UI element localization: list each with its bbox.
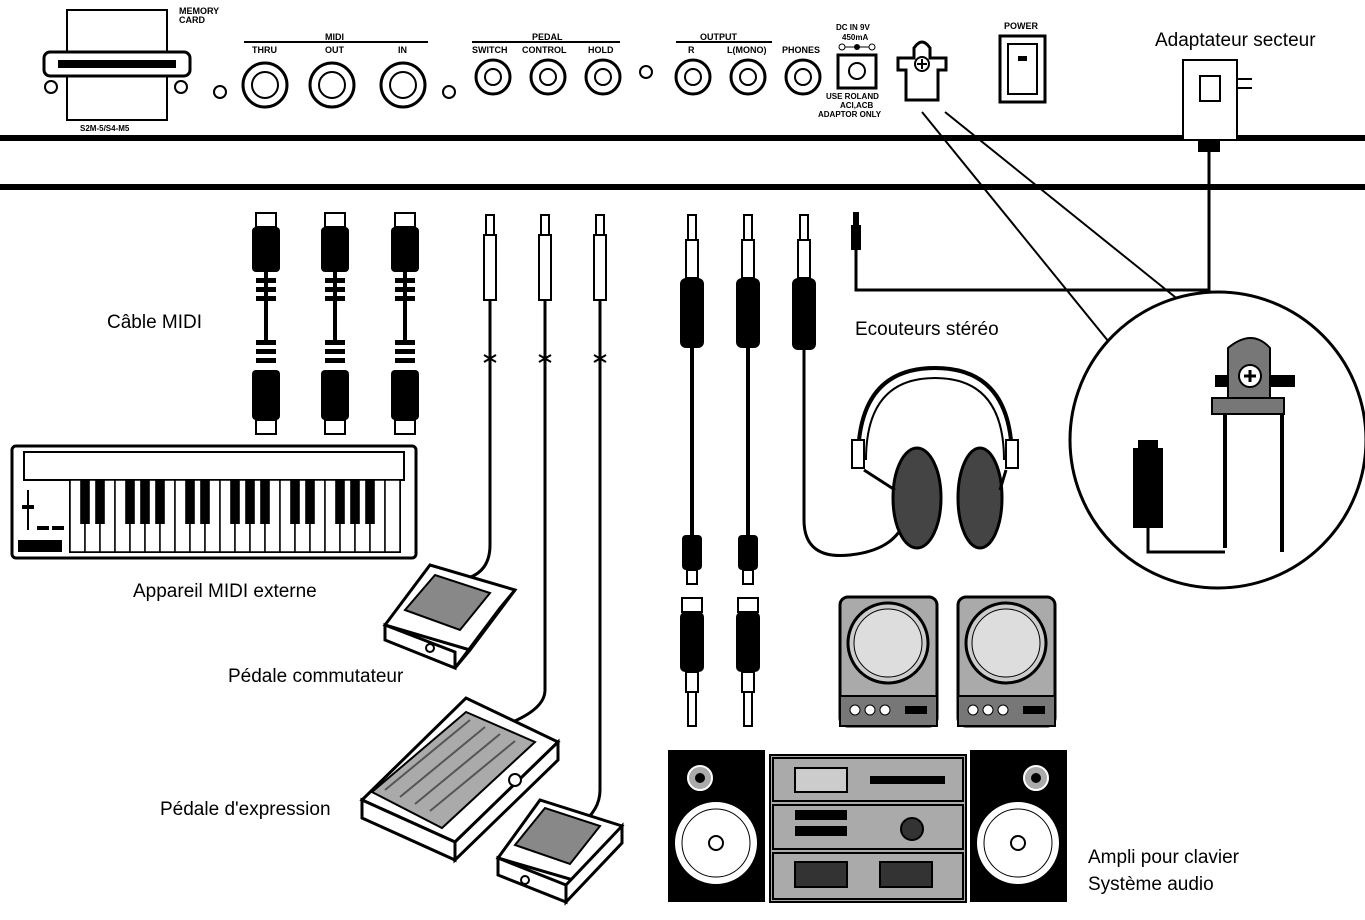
expression-pedal — [359, 696, 561, 864]
midi-cable — [391, 212, 419, 435]
white-key — [384, 479, 401, 553]
black-key — [260, 480, 270, 524]
midi-out-jack[interactable] — [308, 61, 356, 109]
midi-thru-label: THRU — [252, 45, 277, 55]
panel-edge-bottom — [0, 184, 1365, 190]
dc-in-label-1: DC IN 9V — [836, 23, 870, 32]
black-key — [95, 480, 105, 524]
rear-panel: MEMORY CARD S2M-5/S4-M5 MIDI THRU OUT IN… — [0, 6, 1365, 190]
black-key — [155, 480, 165, 524]
midi-cable — [321, 212, 349, 435]
expression-pedal-label: Pédale d'expression — [160, 799, 331, 820]
pedal-group-label: PEDAL — [532, 32, 563, 42]
screw-icon — [639, 65, 653, 79]
panel-edge-top — [0, 135, 1365, 141]
dc-note-label-3: ADAPTOR ONLY — [818, 110, 882, 119]
black-key — [80, 480, 90, 524]
phones-label: PHONES — [782, 45, 820, 55]
memory-card-slot — [42, 9, 192, 121]
pedal-switch-label: SWITCH — [472, 45, 508, 55]
dc-polarity-icon — [838, 43, 876, 51]
zoom-callout — [921, 111, 1365, 590]
black-key — [350, 480, 360, 524]
black-key — [290, 480, 300, 524]
dc-note-label-2: ACI,ACB — [840, 101, 874, 110]
black-key — [140, 480, 150, 524]
cord-hook — [896, 40, 948, 102]
pedal-control-label: CONTROL — [522, 45, 567, 55]
black-key — [230, 480, 240, 524]
black-key — [125, 480, 135, 524]
pedal-switch-jack[interactable] — [474, 58, 512, 96]
memory-card-label-1: MEMORY — [179, 6, 219, 16]
output-l-label: L(MONO) — [727, 45, 767, 55]
screw-icon — [442, 85, 456, 99]
midi-in-jack[interactable] — [379, 61, 427, 109]
power-switch[interactable] — [998, 34, 1047, 104]
memory-card-label-2: CARD — [179, 15, 205, 25]
midi-cables — [252, 212, 419, 435]
black-key — [305, 480, 315, 524]
ac-adapter — [851, 59, 1252, 292]
amp-label-2: Système audio — [1088, 874, 1214, 895]
headphones — [792, 214, 1019, 558]
switch-pedal — [382, 563, 518, 671]
black-key — [200, 480, 210, 524]
pedal-control-jack[interactable] — [529, 58, 567, 96]
black-key — [245, 480, 255, 524]
black-key — [185, 480, 195, 524]
power-label: POWER — [1004, 21, 1039, 31]
external-midi-keyboard — [10, 444, 418, 560]
phones-jack[interactable] — [784, 58, 822, 96]
midi-cable-label: Câble MIDI — [107, 312, 202, 333]
headphones-label: Ecouteurs stéréo — [855, 319, 999, 340]
midi-out-label: OUT — [325, 45, 345, 55]
dc-in-label-2: 450mA — [842, 33, 868, 42]
output-group-label: OUTPUT — [700, 32, 738, 42]
stereo-system — [668, 750, 1067, 903]
midi-group-label: MIDI — [325, 32, 344, 42]
dc-in-jack[interactable] — [836, 53, 878, 90]
dc-note-label-1: USE ROLAND — [826, 92, 879, 101]
card-model-label: S2M-5/S4-M5 — [80, 124, 130, 133]
amp-label-1: Ampli pour clavier — [1088, 847, 1240, 868]
midi-cable — [252, 212, 280, 435]
midi-device-label: Appareil MIDI externe — [133, 581, 317, 602]
switch-pedal-label: Pédale commutateur — [228, 666, 404, 687]
midi-in-label: IN — [398, 45, 407, 55]
screw-icon — [213, 85, 227, 99]
monitor-speaker — [956, 595, 1057, 728]
pedal-hold-jack[interactable] — [584, 58, 622, 96]
output-r-jack[interactable] — [674, 58, 712, 96]
pedal-hold-label: HOLD — [588, 45, 614, 55]
black-key — [365, 480, 375, 524]
output-cables — [680, 214, 760, 727]
midi-thru-jack[interactable] — [241, 61, 289, 109]
output-l-jack[interactable] — [729, 58, 767, 96]
black-key — [335, 480, 345, 524]
monitor-speaker — [838, 595, 939, 728]
output-r-label: R — [688, 45, 695, 55]
adapter-label: Adaptateur secteur — [1155, 30, 1316, 51]
switch-pedal — [495, 798, 625, 906]
